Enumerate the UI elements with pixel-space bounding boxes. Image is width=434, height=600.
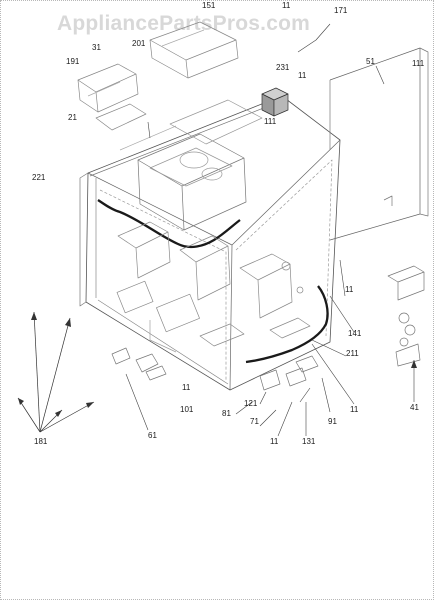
callout-31: 31 xyxy=(92,43,101,52)
callout-221: 221 xyxy=(32,173,46,182)
callout-121: 121 xyxy=(244,399,258,408)
callout-21: 21 xyxy=(68,113,77,122)
callout-11-top: 11 xyxy=(282,1,291,10)
right-hardware xyxy=(387,265,425,367)
callout-111-right: 111 xyxy=(412,59,425,68)
callout-171: 171 xyxy=(334,6,348,15)
callout-61: 61 xyxy=(148,431,157,440)
callout-81: 81 xyxy=(222,409,231,418)
callout-41: 41 xyxy=(410,403,419,412)
callout-11-side: 11 xyxy=(345,285,354,294)
callout-71: 71 xyxy=(250,417,259,426)
callout-111-mid: 111 xyxy=(264,117,277,126)
left-top-bracket xyxy=(77,63,147,131)
callout-11-bottom-left: 11 xyxy=(182,383,191,392)
module-111-box xyxy=(261,87,289,117)
arrow-heads xyxy=(18,312,417,417)
bottom-right-parts xyxy=(259,355,319,391)
callout-51: 51 xyxy=(366,57,375,66)
callout-201: 201 xyxy=(132,39,146,48)
side-panel xyxy=(329,47,429,241)
bottom-left-parts xyxy=(111,347,167,381)
leader-lines xyxy=(125,23,415,437)
watermark-text: AppliancePartsPros.com xyxy=(57,12,310,35)
top-compartment xyxy=(119,99,263,231)
wire-harness-lower xyxy=(245,285,329,364)
callout-141: 141 xyxy=(348,329,362,338)
wire-harness-upper xyxy=(97,199,241,249)
callout-151: 151 xyxy=(202,1,216,10)
interior-components xyxy=(116,221,311,353)
callout-131: 131 xyxy=(302,437,316,446)
callout-101: 101 xyxy=(180,405,194,414)
callout-231: 231 xyxy=(276,63,290,72)
top-center-bracket xyxy=(149,21,239,79)
callout-11-bottom-right: 11 xyxy=(350,405,359,414)
callout-211: 211 xyxy=(346,349,359,358)
callout-191: 191 xyxy=(66,57,80,66)
callout-11-upper-right: 11 xyxy=(298,71,307,80)
callout-181: 181 xyxy=(34,437,48,446)
callout-91: 91 xyxy=(328,417,337,426)
callout-11-bottom-center: 11 xyxy=(270,437,279,446)
